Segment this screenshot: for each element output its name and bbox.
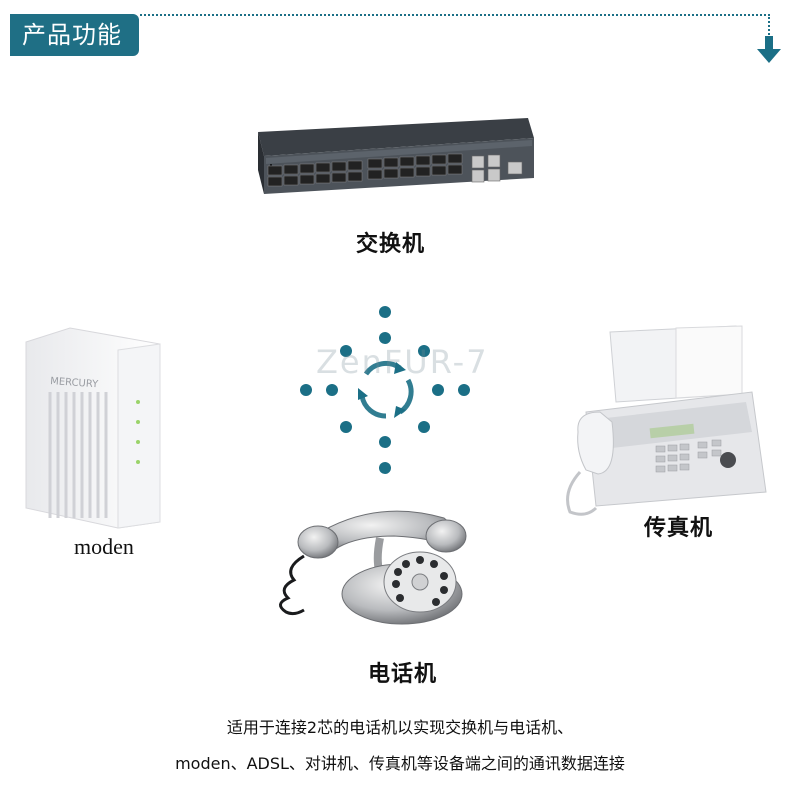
fax-machine-icon (566, 325, 767, 516)
watermark: ZenFUR-7 (316, 343, 489, 381)
cycle-icon (300, 306, 470, 474)
modem-label: moden (74, 534, 134, 559)
phone-label: 电话机 (368, 662, 438, 687)
description-line-1: 适用于连接2芯的电话机以实现交换机与电话机、 (226, 718, 574, 737)
arrow-down-icon (757, 36, 781, 63)
description-line-2: moden、ADSL、对讲机、传真机等设备端之间的通讯数据连接 (175, 754, 625, 773)
network-switch-icon (258, 118, 534, 194)
switch-label: 交换机 (356, 232, 426, 257)
fax-label: 传真机 (644, 516, 714, 541)
rotary-phone-icon (279, 510, 467, 625)
section-title: 产品功能 (10, 14, 139, 56)
modem-brand: MERCURY (50, 376, 100, 390)
header-divider-vertical (768, 14, 770, 38)
modem-icon: MERCURY (25, 327, 161, 529)
header-divider (140, 14, 770, 16)
